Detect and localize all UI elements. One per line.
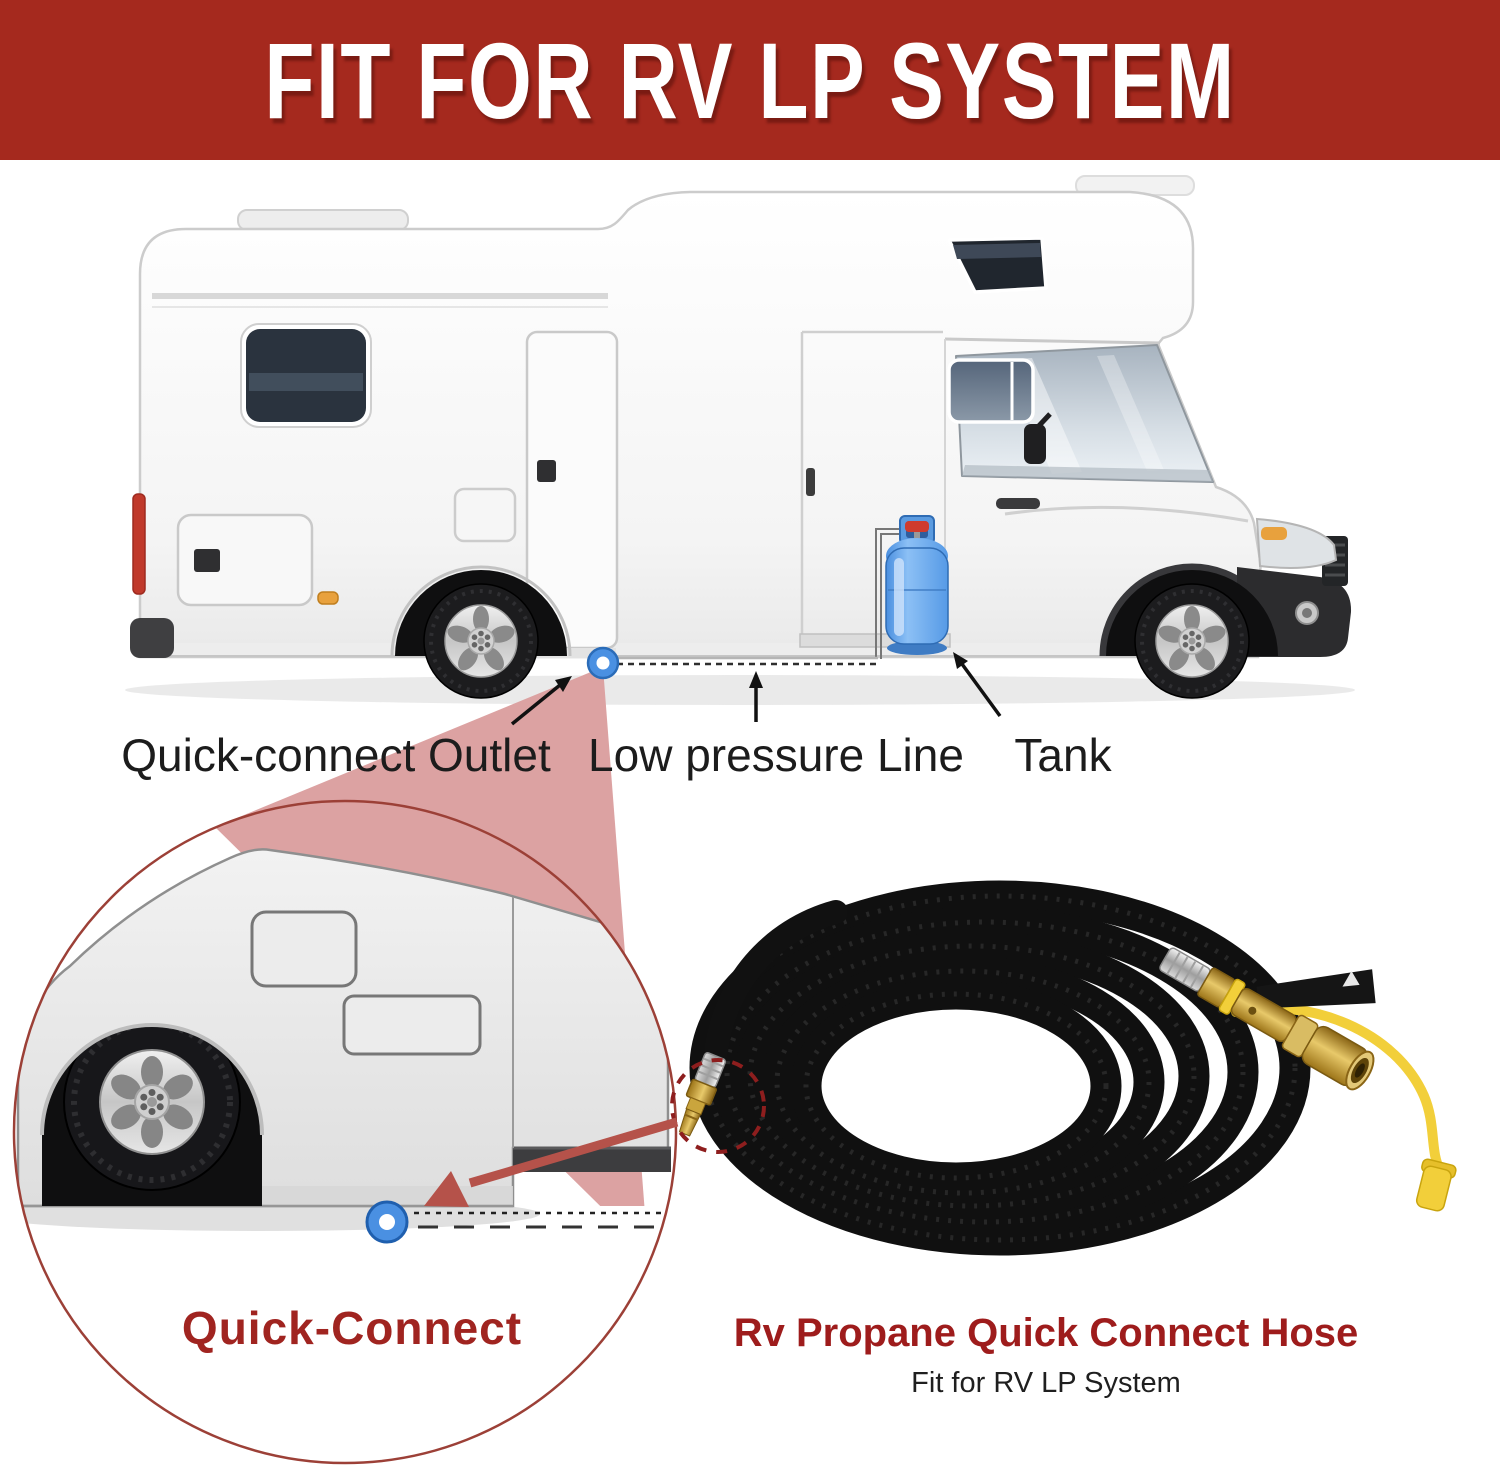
- product-text-block: Rv Propane Quick Connect Hose Fit for RV…: [734, 1311, 1359, 1399]
- marker-light: [317, 591, 339, 605]
- cab-door-handle: [996, 498, 1040, 509]
- red-pointer-line: [468, 1117, 679, 1188]
- dashboard-line: [962, 465, 1213, 482]
- dust-cap-tether: [1231, 1003, 1445, 1175]
- storage-hatch-latch: [194, 549, 220, 572]
- propane-tank: [885, 515, 949, 655]
- arrow-tank: [960, 662, 1002, 718]
- tank-valve-stem: [914, 532, 920, 542]
- side-mirror: [1024, 424, 1046, 464]
- rv-illustration: [125, 175, 1355, 705]
- headlight: [1255, 517, 1338, 569]
- female-quick-connect-coupler: [1159, 947, 1376, 1091]
- arrow-line-head: [749, 671, 763, 688]
- tank-valve: [905, 521, 929, 532]
- outlet-hole: [596, 656, 610, 670]
- cab-side-window: [947, 358, 1035, 424]
- fog-light-inner: [1302, 608, 1312, 618]
- banner-title: FIT FOR RV LP SYSTEM: [264, 19, 1236, 141]
- red-pointer: [424, 1117, 679, 1207]
- body-skirt: [150, 643, 1245, 656]
- label-tank: Tank: [1014, 729, 1112, 781]
- product-tagline: Fit for RV LP System: [911, 1367, 1181, 1399]
- trailer-window: [250, 910, 358, 988]
- trailer-hatch: [342, 994, 482, 1056]
- product-title: Rv Propane Quick Connect Hose: [734, 1311, 1359, 1355]
- front-wheel: [1106, 570, 1278, 699]
- arrow-tank-head: [953, 652, 968, 669]
- side-molding: [1004, 505, 1249, 523]
- entry-step: [530, 648, 616, 658]
- dust-cap: [1415, 1158, 1457, 1212]
- male-quick-connect-plug: [678, 1052, 727, 1137]
- arrow-outlet-head: [555, 676, 572, 692]
- rv-ground-shadow: [125, 675, 1355, 705]
- label-low-pressure-line: Low pressure Line: [588, 729, 964, 781]
- pointer-arrows: [510, 652, 1002, 726]
- rv-lp-diagram-svg: Quick-Connect Quick-connect Outlet Low p…: [12, 175, 1457, 1465]
- trailer-fender-edge: [40, 1023, 264, 1136]
- label-quick-connect-outlet: Quick-connect Outlet: [121, 729, 551, 781]
- detail-caption: Quick-Connect: [182, 1302, 522, 1354]
- storage-hatch: [176, 513, 314, 607]
- shutoff-valve-lever: [1256, 969, 1376, 1009]
- illustration-area: Quick-Connect Quick-connect Outlet Low p…: [0, 160, 1500, 1474]
- plug-highlight-dashed-circle: [670, 1058, 766, 1154]
- lp-pipe: [875, 528, 903, 659]
- small-hatch: [453, 487, 517, 543]
- sliding-door-handle: [806, 468, 815, 496]
- tank-highlight: [894, 558, 904, 636]
- detail-circle-content: Quick-Connect: [14, 848, 676, 1463]
- red-pointer-head: [424, 1171, 469, 1207]
- cabover-window-reflection: [953, 243, 1041, 259]
- hose-left-tail: [704, 900, 848, 1064]
- windshield-glare-2: [1097, 355, 1164, 471]
- rv-body: [138, 190, 1262, 659]
- cab-roof-line: [944, 337, 1161, 345]
- hose-product: [424, 880, 1457, 1256]
- roof-vent: [237, 209, 409, 231]
- detail-circle-border: [12, 799, 678, 1465]
- tail-light: [132, 493, 146, 595]
- rear-window-reflection: [249, 373, 363, 391]
- lever-arrow-mark: [1342, 970, 1360, 987]
- arrow-outlet: [510, 683, 562, 726]
- banner: FIT FOR RV LP SYSTEM: [0, 0, 1500, 160]
- rear-bumper-corner: [130, 618, 174, 658]
- headlight-blinker: [1261, 527, 1287, 540]
- detail-outlet-hole: [379, 1214, 395, 1230]
- entry-door-latch: [537, 460, 556, 482]
- trailer-wheel: [63, 1025, 241, 1191]
- rear-wheel: [390, 565, 572, 699]
